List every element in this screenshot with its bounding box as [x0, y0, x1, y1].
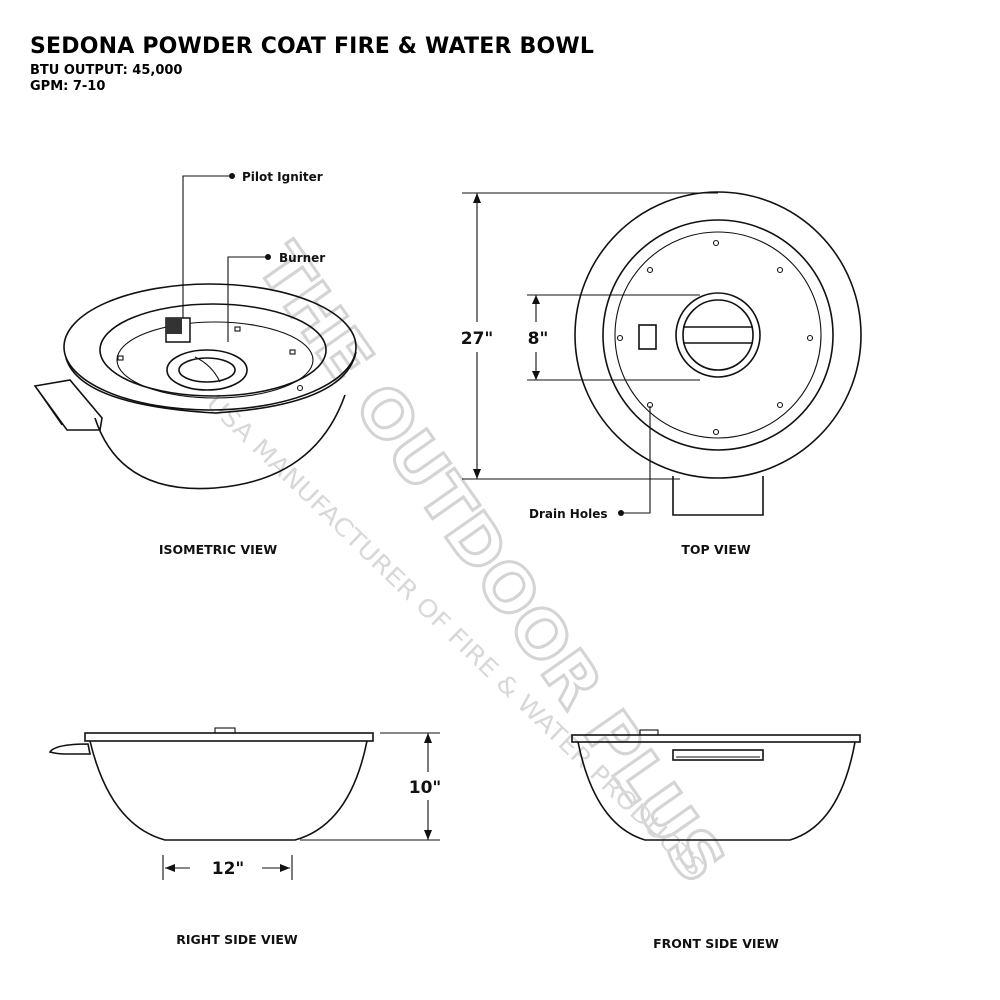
btu-output: BTU OUTPUT: 45,000: [30, 63, 183, 78]
isometric-view: Pilot Igniter Burner ISOMETRIC VIEW: [33, 170, 357, 557]
rim: [571, 734, 861, 743]
page-title: SEDONA POWDER COAT FIRE & WATER BOWL: [30, 34, 595, 59]
bowl-floor: [116, 321, 314, 399]
inner-rim: [99, 303, 327, 397]
spout-slot: [672, 749, 764, 761]
gpm-rating: GPM: 7-10: [30, 79, 106, 94]
base-dimension: 12": [212, 859, 245, 879]
isometric-view-label: ISOMETRIC VIEW: [159, 542, 277, 557]
height-dimension: 10": [409, 778, 442, 798]
water-spout: [33, 379, 103, 431]
burner-ring-outer: [166, 349, 248, 391]
burner-ring-inner: [178, 357, 236, 383]
bowl-body: [94, 394, 346, 490]
drain-holes-label: Drain Holes: [529, 507, 608, 521]
pilot-igniter-box: [639, 729, 659, 736]
burner-leader: [227, 256, 268, 342]
water-spout: [48, 743, 91, 755]
top-view-label: TOP VIEW: [681, 542, 751, 557]
outer-rim: [63, 283, 357, 411]
floor-circle: [614, 231, 822, 439]
pilot-igniter-box: [638, 324, 657, 350]
pilot-igniter-box: [214, 727, 236, 734]
bowl-body: [89, 740, 368, 841]
right-side-view: 10" 12" RIGHT SIDE VIEW: [48, 727, 442, 947]
inner-rim-circle: [602, 219, 834, 451]
pilot-igniter-leader: [182, 175, 232, 318]
front-side-view: FRONT SIDE VIEW: [571, 729, 861, 951]
spout-top: [672, 476, 764, 516]
drain-holes: [616, 239, 814, 436]
burner-circle: [675, 292, 761, 378]
rim: [84, 732, 374, 742]
burner-pipe: [194, 356, 221, 383]
drain-hole: [117, 355, 124, 361]
front-side-view-label: FRONT SIDE VIEW: [653, 936, 779, 951]
right-side-view-label: RIGHT SIDE VIEW: [176, 932, 298, 947]
burner-diameter-dimension: 8": [528, 329, 549, 349]
burner-label: Burner: [279, 251, 325, 265]
bowl-body: [577, 741, 856, 841]
outer-rim-circle: [574, 191, 862, 479]
diameter-dimension: 27": [461, 329, 494, 349]
rim-edge: [65, 351, 357, 414]
pilot-igniter-box: [165, 317, 191, 343]
pilot-igniter-label: Pilot Igniter: [242, 170, 323, 184]
top-view: 27" 8" Drain Holes TOP VIEW: [461, 191, 862, 557]
drain-holes-leader: [621, 406, 651, 514]
